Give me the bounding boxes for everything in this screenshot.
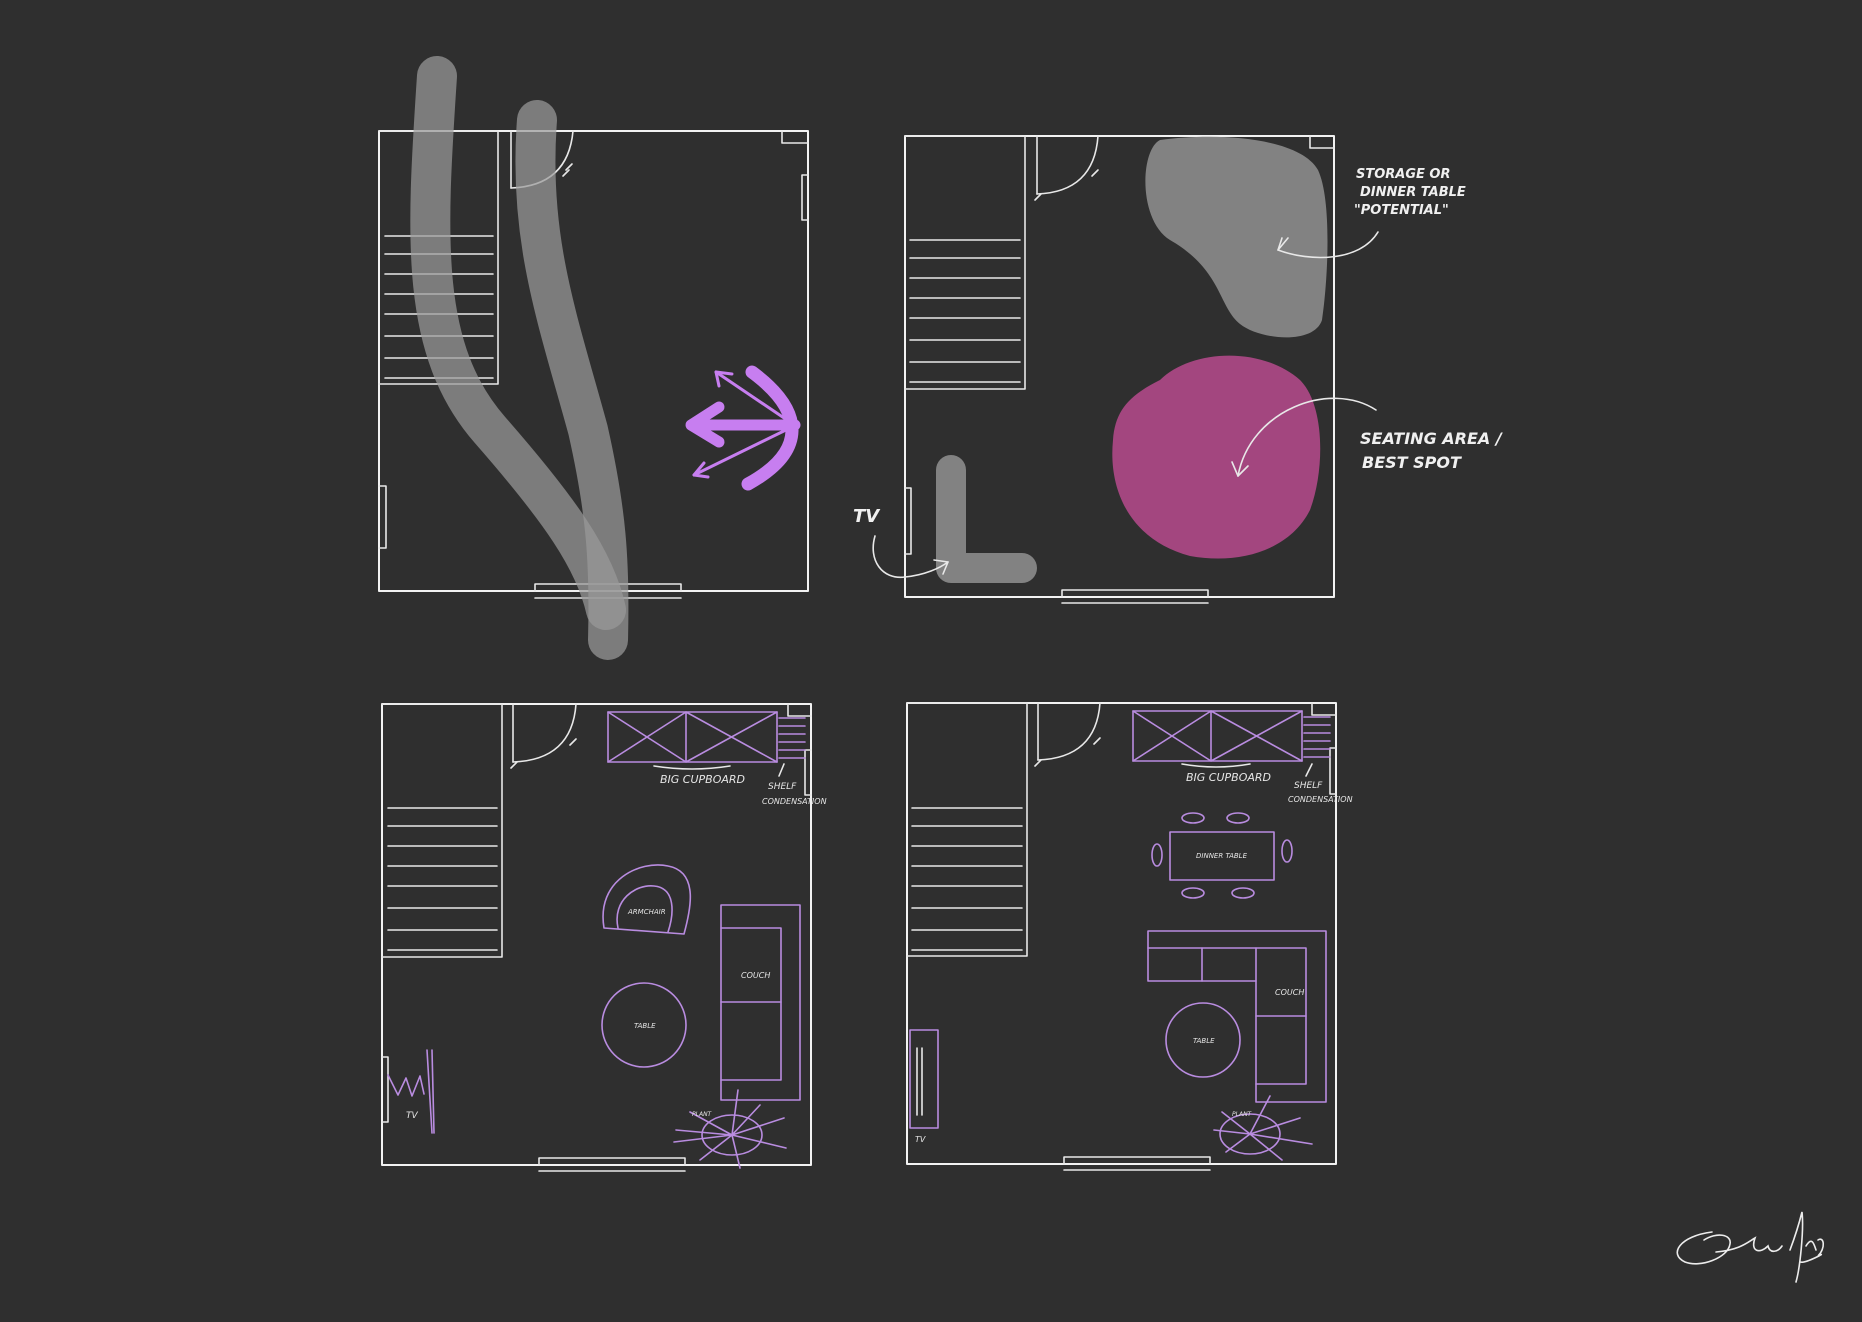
window-left xyxy=(904,487,912,555)
staircase xyxy=(904,135,1026,390)
plan-top-left xyxy=(378,56,809,660)
tv-arrow xyxy=(872,535,949,578)
plant-label: PLANT xyxy=(692,1111,713,1118)
shelf-label: SHELF xyxy=(768,782,797,792)
tv: TV xyxy=(387,1049,435,1134)
plant: PLANT xyxy=(1213,1095,1313,1161)
window-right xyxy=(1329,747,1337,795)
armchair-label: ARMCHAIR xyxy=(627,908,666,916)
shelf-label-2: CONDENSATION xyxy=(762,797,827,806)
room-outline xyxy=(904,135,1335,598)
seating-zone xyxy=(1112,355,1321,559)
table-label: TABLE xyxy=(634,1022,656,1030)
door xyxy=(1034,702,1101,767)
dinner-table: DINNER TABLE xyxy=(1151,812,1293,899)
shelf-label-2: CONDENSATION xyxy=(1288,795,1353,804)
storage-arrow xyxy=(1277,231,1379,259)
storage-label-2: DINNER TABLE xyxy=(1360,185,1466,200)
shelf-label: SHELF xyxy=(1294,781,1323,791)
corner-column xyxy=(787,703,812,717)
tv-zone xyxy=(936,455,1037,583)
couch-label: COUCH xyxy=(1275,988,1304,997)
window-left xyxy=(378,485,387,549)
big-cupboard: BIG CUPBOARD xyxy=(1132,710,1303,784)
dinner-table-label: DINNER TABLE xyxy=(1196,852,1248,860)
accent-arrow xyxy=(685,365,801,491)
shelf: SHELF CONDENSATION xyxy=(762,717,827,806)
seating-arrow xyxy=(1237,397,1377,477)
storage-zone xyxy=(1145,136,1328,338)
staircase xyxy=(906,702,1028,957)
circulation-paths xyxy=(410,56,629,660)
staircase xyxy=(381,703,503,958)
table-label: TABLE xyxy=(1193,1037,1215,1045)
shelf: SHELF CONDENSATION xyxy=(1288,716,1353,804)
coffee-table: TABLE xyxy=(1165,1002,1241,1078)
window-right xyxy=(801,174,809,221)
tv: TV xyxy=(909,1029,939,1144)
big-cupboard: BIG CUPBOARD xyxy=(607,711,778,786)
room-outline xyxy=(906,702,1337,1165)
corner-column xyxy=(1309,135,1335,149)
window-bottom xyxy=(1061,589,1209,604)
window-left xyxy=(381,1056,389,1123)
couch: COUCH xyxy=(720,904,801,1101)
couch: COUCH xyxy=(1147,930,1327,1103)
storage-label: STORAGE OR xyxy=(1356,167,1451,182)
tv-label: TV xyxy=(853,506,881,527)
window-bottom xyxy=(1063,1156,1211,1171)
window-right xyxy=(804,749,812,796)
plan-top-right: STORAGE OR DINNER TABLE "POTENTIAL" SEAT… xyxy=(853,135,1503,604)
seating-label-2: BEST SPOT xyxy=(1362,453,1462,472)
corner-column xyxy=(781,130,809,144)
plant-label: PLANT xyxy=(1232,1111,1253,1118)
door xyxy=(510,703,577,769)
door xyxy=(1034,135,1099,201)
corner-column xyxy=(1311,702,1337,716)
plan-bottom-right: BIG CUPBOARD SHELF CONDENSATION DINNER T… xyxy=(906,702,1353,1171)
window-bottom xyxy=(538,1157,686,1172)
couch-label: COUCH xyxy=(741,971,770,980)
seating-label: SEATING AREA / xyxy=(1360,429,1503,448)
tv-label: TV xyxy=(915,1135,926,1144)
coffee-table: TABLE xyxy=(601,982,687,1068)
cupboard-label: BIG CUPBOARD xyxy=(1186,771,1271,784)
storage-label-3: "POTENTIAL" xyxy=(1354,203,1449,218)
artist-signature xyxy=(1676,1211,1825,1283)
cupboard-label: BIG CUPBOARD xyxy=(660,773,745,786)
plan-bottom-left: BIG CUPBOARD SHELF CONDENSATION ARMCHAIR… xyxy=(381,703,827,1172)
tv-label: TV xyxy=(406,1111,418,1121)
room-outline xyxy=(381,703,812,1166)
plant: PLANT xyxy=(673,1089,787,1169)
armchair: ARMCHAIR xyxy=(602,864,692,935)
